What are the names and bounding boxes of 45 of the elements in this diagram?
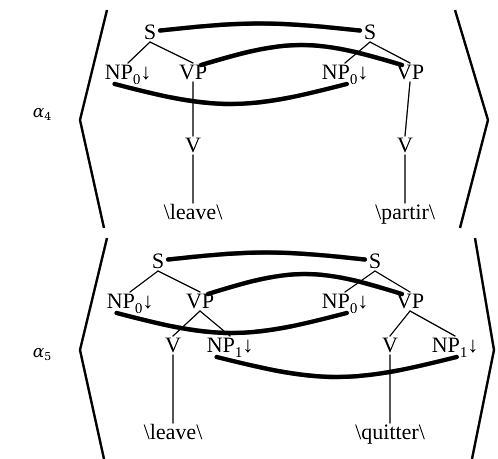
tree-node-label: NP$_{0}$↓ — [322, 61, 368, 83]
tree-branch — [149, 41, 194, 64]
tree-node-label: V — [165, 334, 181, 356]
tree-node-label: \leave\ — [164, 201, 222, 223]
tree-branch — [374, 270, 411, 293]
tree-node-label: NP$_{1}$↓ — [206, 334, 254, 356]
tree-node-label: V — [185, 134, 201, 156]
tree-node-label: NP$_{0}$↓ — [106, 290, 154, 312]
tree-branch — [192, 81, 194, 137]
tree-branch — [199, 310, 231, 337]
tree-node-label: \quitter\ — [355, 421, 425, 443]
tree-name-label: α$_{5}$ — [32, 342, 52, 362]
tree-branch — [409, 310, 456, 337]
tree-branch — [344, 270, 376, 293]
tree-node-label: NP$_{0}$↓ — [104, 61, 152, 83]
tree-branch — [369, 41, 411, 64]
link-curve — [166, 250, 368, 262]
tree-branch — [389, 354, 391, 424]
tree-node-label: S — [144, 21, 156, 43]
link-curve — [114, 310, 349, 336]
link-curve — [214, 354, 459, 380]
tree-branch — [157, 270, 201, 293]
tree-node-label: NP$_{0}$↓ — [322, 290, 368, 312]
tree-node-label: S — [152, 250, 164, 272]
tree-branch — [389, 310, 411, 337]
tree-branch — [192, 154, 194, 204]
link-curve — [206, 272, 404, 296]
tree-branch — [127, 41, 151, 64]
tree-branch — [404, 154, 406, 204]
tree-node-label: \partir\ — [375, 201, 435, 223]
tree-node-label: V — [397, 134, 413, 156]
tree-name-label: α$_{4}$ — [32, 102, 52, 122]
tree-node-label: \leave\ — [144, 421, 202, 443]
tree-branch — [172, 354, 174, 424]
link-curve — [198, 42, 404, 68]
tree-node-label: V — [382, 334, 398, 356]
link-curve — [158, 21, 362, 33]
link-curve — [112, 82, 349, 106]
tree-branch — [344, 41, 371, 64]
tree-branch — [129, 270, 159, 293]
tree-node-label: NP$_{1}$↓ — [432, 334, 478, 356]
tree-node-label: S — [368, 250, 382, 272]
tree-branch — [404, 81, 411, 137]
tree-branch — [172, 310, 201, 337]
tree-node-label: S — [364, 21, 376, 43]
